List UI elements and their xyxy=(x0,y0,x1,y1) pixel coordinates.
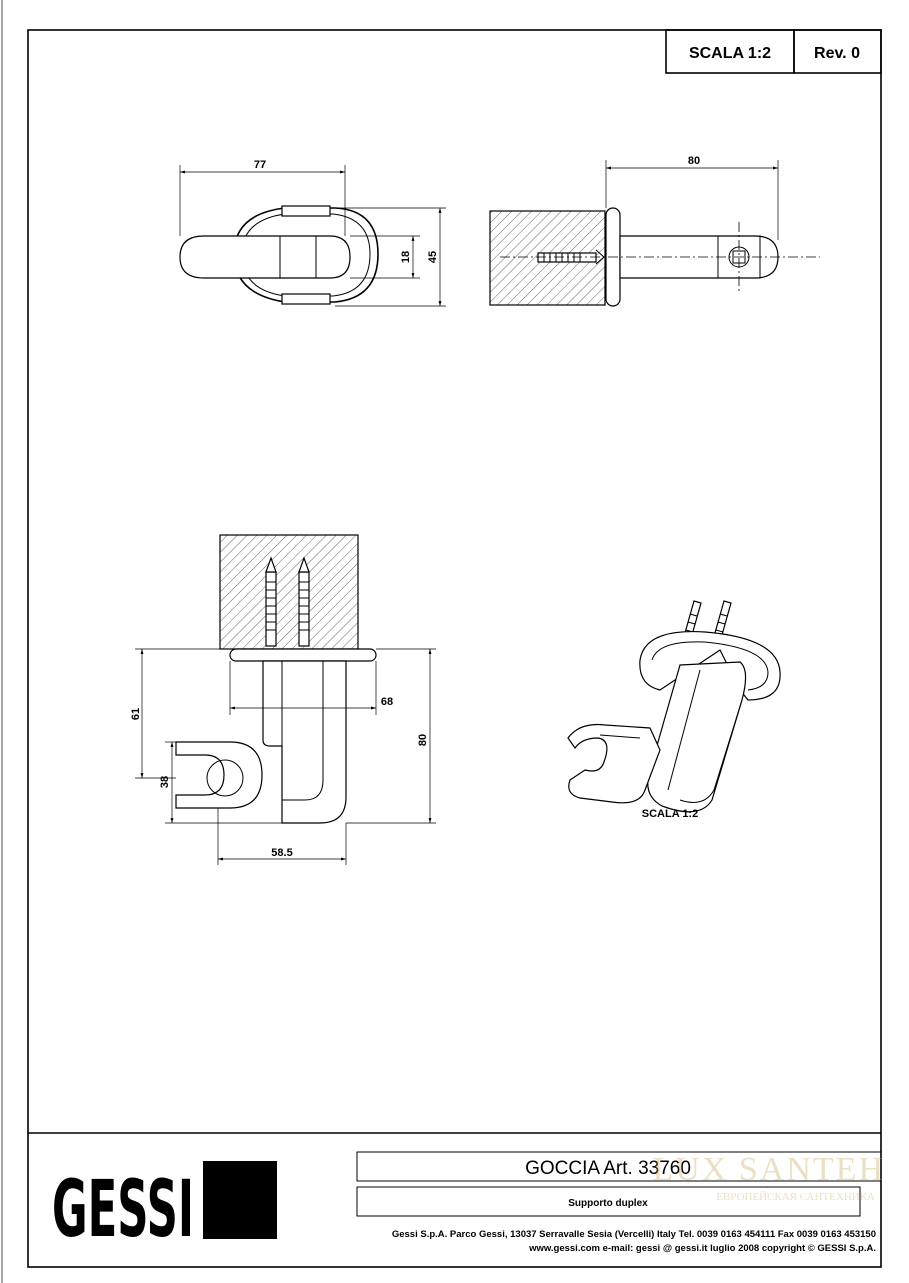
dim-front-58-5: 58.5 xyxy=(271,847,292,859)
scale-label: SCALA 1:2 xyxy=(689,45,771,62)
dim-front-61: 61 xyxy=(130,708,142,720)
dim-front-80: 80 xyxy=(417,734,429,746)
company-web: www.gessi.com e-mail: gessi @ gessi.it l… xyxy=(528,1243,876,1254)
isometric-view: SCALA 1:2 xyxy=(567,600,781,820)
dim-top-width: 77 xyxy=(254,159,266,171)
dim-top-height: 45 xyxy=(427,251,439,263)
dim-top-inner: 18 xyxy=(400,251,412,263)
dim-side-depth: 80 xyxy=(688,155,700,167)
product-description: Supporto duplex xyxy=(568,1198,648,1209)
dim-front-68: 68 xyxy=(381,696,393,708)
gessi-logo-block xyxy=(203,1161,277,1239)
top-view: 77 18 45 xyxy=(179,159,446,307)
iso-scale-label: SCALA 1:2 xyxy=(642,808,698,820)
company-address: Gessi S.p.A. Parco Gessi, 13037 Serraval… xyxy=(392,1229,876,1240)
sheet-frame xyxy=(27,29,882,1268)
footer-block: GESSI GOCCIA Art. 33760 Supporto duplex … xyxy=(28,1132,885,1255)
gessi-logo: GESSI xyxy=(52,1165,194,1255)
revision-label: Rev. 0 xyxy=(814,45,860,62)
title-block: SCALA 1:2 Rev. 0 xyxy=(665,29,882,74)
watermark-main: LUX SANTEH xyxy=(653,1151,885,1188)
watermark-logo: LUX SANTEH ЕВРОПЕЙСКАЯ САНТЕХНИКА xyxy=(653,1151,885,1203)
dim-front-38: 38 xyxy=(159,776,171,788)
watermark-sub: ЕВРОПЕЙСКАЯ САНТЕХНИКА xyxy=(716,1191,875,1203)
side-view: 80 xyxy=(489,155,820,307)
product-title: GOCCIA Art. 33760 xyxy=(525,1158,691,1179)
front-view: 61 38 80 68 58.5 xyxy=(130,534,436,865)
